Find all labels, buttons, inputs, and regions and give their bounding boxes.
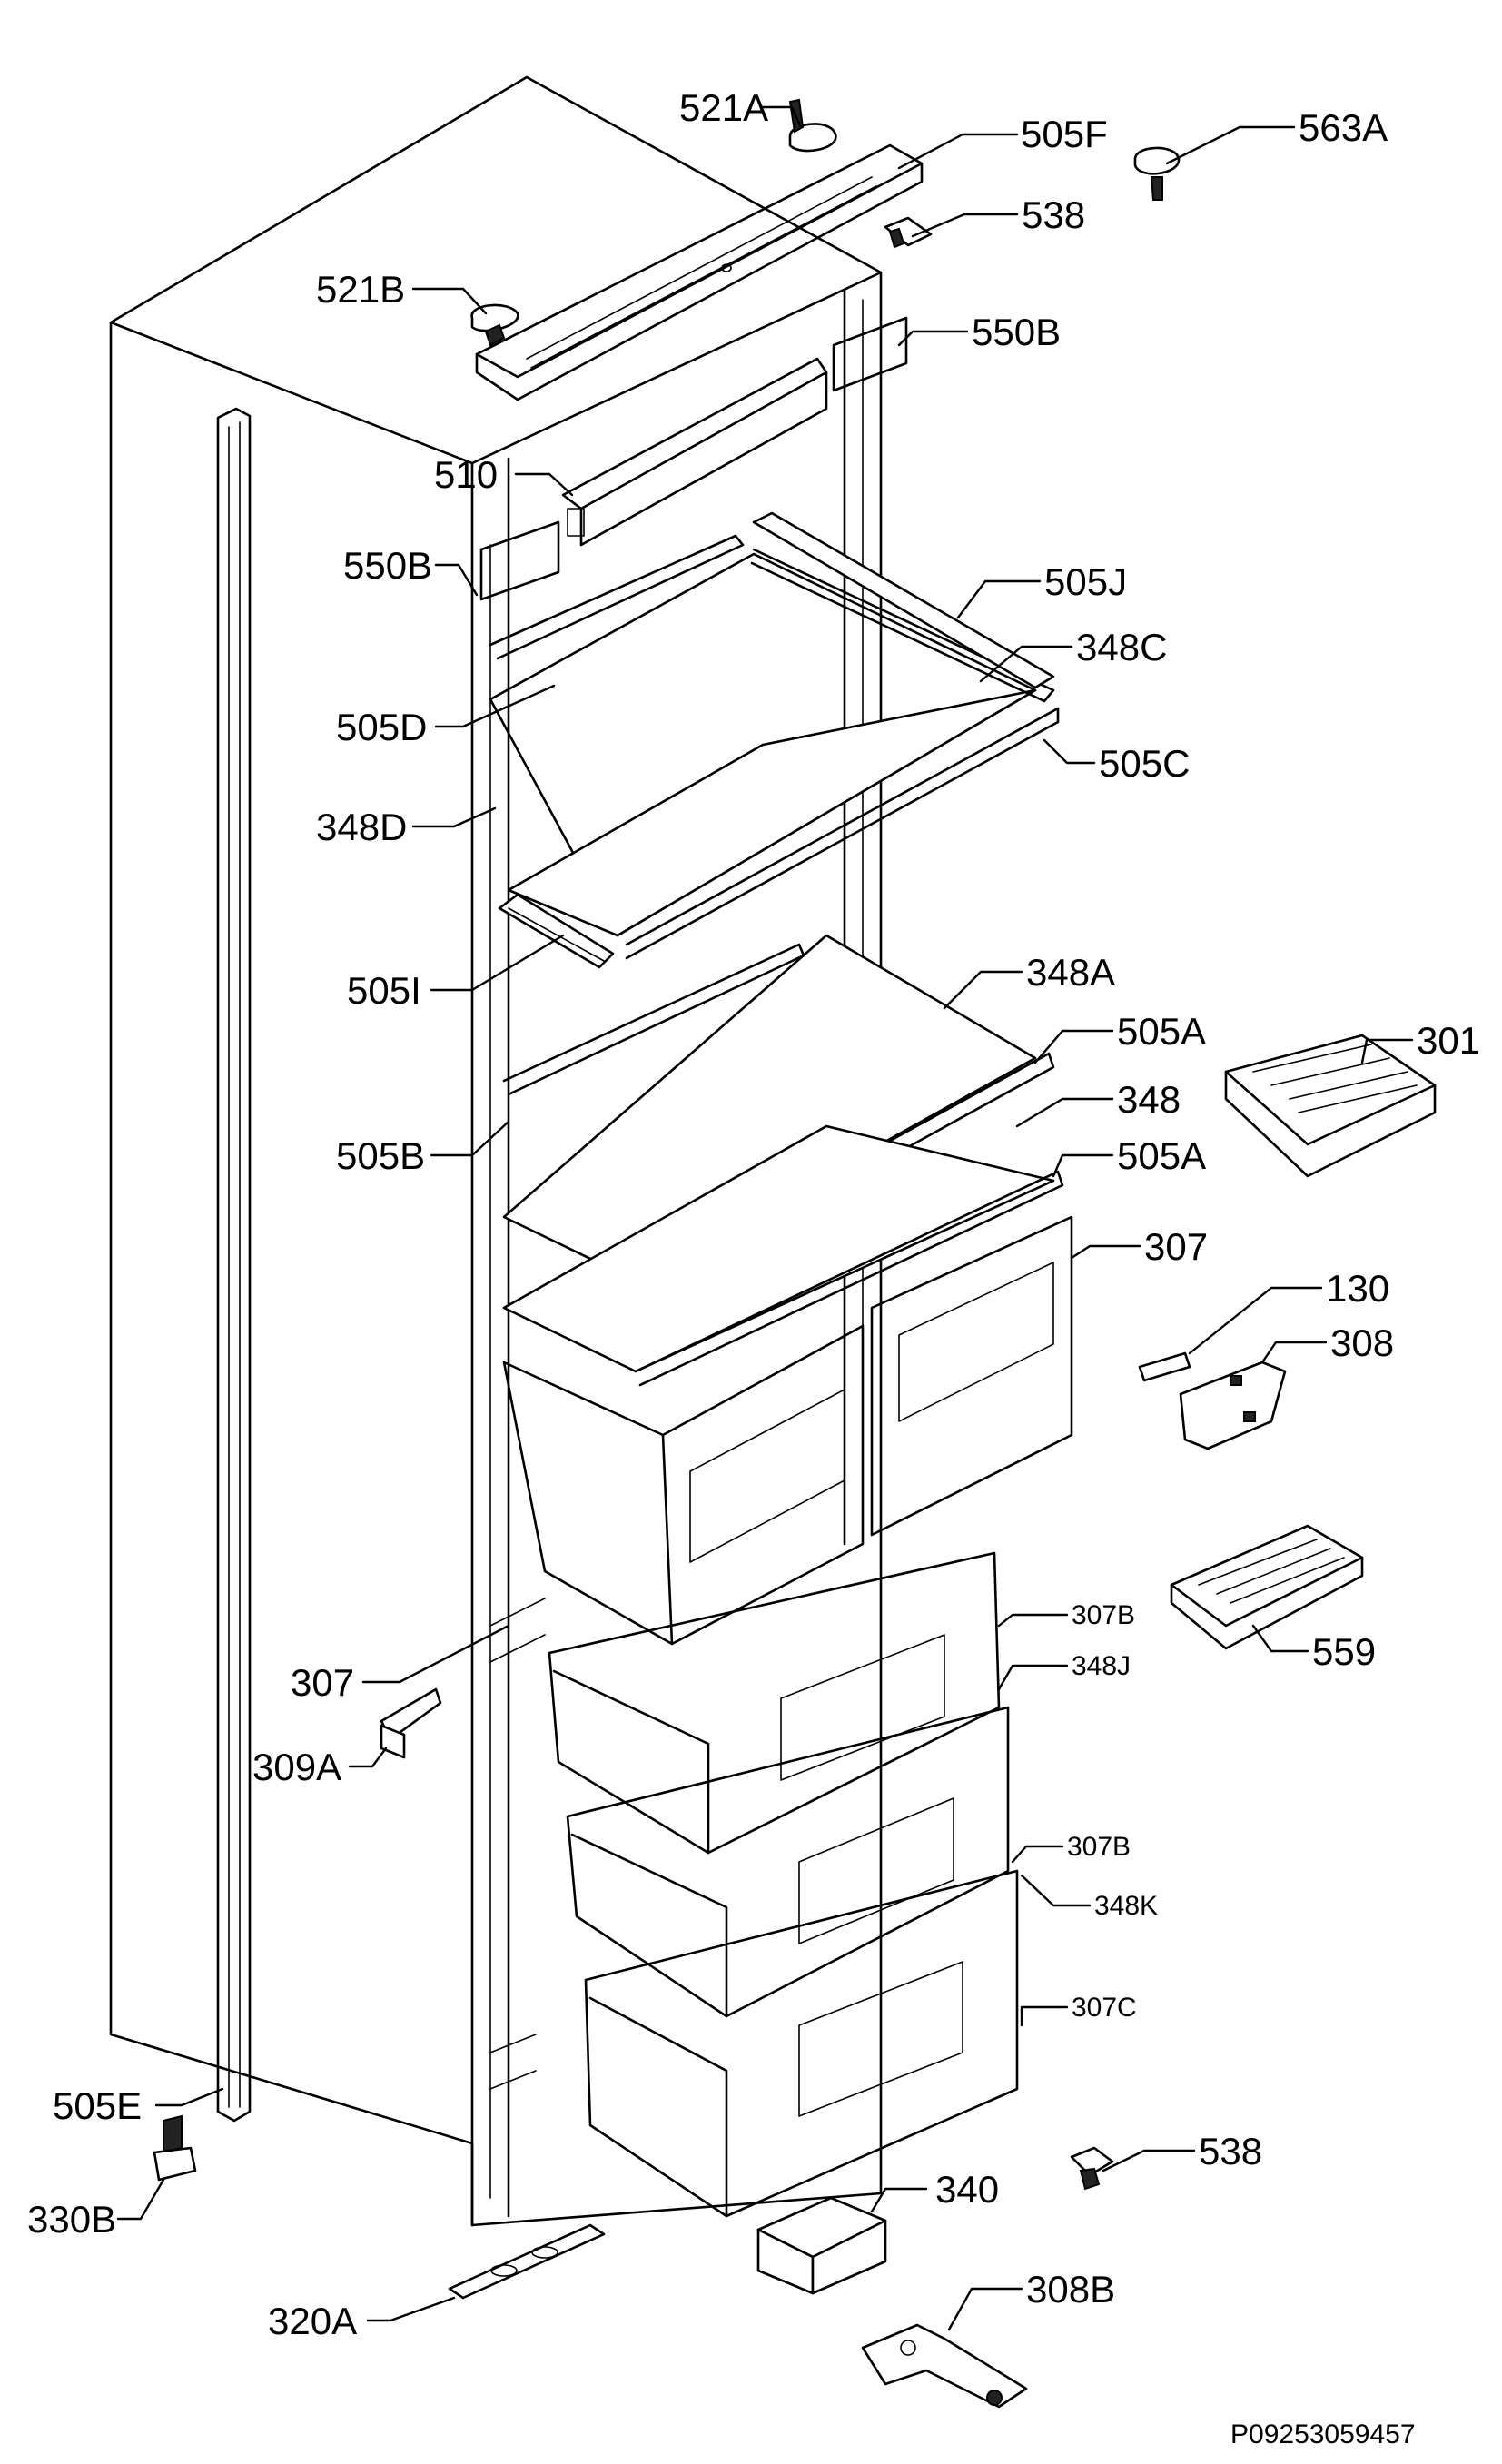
callout-510: 510 <box>434 453 498 496</box>
callout-348c: 348C <box>1076 626 1167 668</box>
callout-340: 340 <box>935 2168 999 2211</box>
hinge-cover-521b <box>470 303 519 347</box>
block-340 <box>756 2196 887 2295</box>
hinge-cover-521a <box>788 98 837 153</box>
callout-563a: 563A <box>1299 106 1388 149</box>
shelf-348 <box>502 1124 1064 1387</box>
callout-307b-upper: 307B <box>1072 1600 1135 1630</box>
callout-521a: 521A <box>679 86 768 129</box>
shelf-runner-505i <box>498 893 615 969</box>
hinge-plate-130 <box>1138 1351 1191 1382</box>
callout-348: 348 <box>1117 1078 1181 1121</box>
callout-301: 301 <box>1417 1019 1480 1062</box>
callout-320a: 320A <box>268 2300 357 2342</box>
cap-563a <box>1133 146 1181 201</box>
shelf-runner-505j <box>752 511 1055 689</box>
leader-lines <box>116 105 1414 2331</box>
callout-521b: 521B <box>316 268 405 311</box>
callout-307-left: 307 <box>291 1661 354 1704</box>
freezer-drawer-lower <box>584 1869 1019 2218</box>
bottom-hinge-308b <box>861 2323 1028 2409</box>
upper-shelf-glass <box>489 534 1060 960</box>
callout-348j: 348J <box>1072 1651 1131 1681</box>
callout-505j: 505J <box>1044 560 1127 603</box>
callout-505e: 505E <box>53 2084 142 2127</box>
callout-559: 559 <box>1312 1630 1376 1673</box>
cover-plate-right <box>832 316 908 392</box>
kick-rail-320a <box>448 2223 606 2300</box>
cabinet-body <box>109 75 883 2227</box>
ice-tray-559 <box>1170 1524 1364 1650</box>
crisper-drawer-left <box>502 1324 865 1646</box>
callout-505i: 505I <box>347 969 421 1012</box>
callout-330b: 330B <box>27 2198 116 2241</box>
callout-550b-left: 550B <box>343 544 432 587</box>
callout-348d: 348D <box>316 806 407 848</box>
callout-505a-upper: 505A <box>1117 1010 1206 1053</box>
ice-cube-tray <box>1224 1034 1437 1178</box>
callout-labels: 521A 505F 563A 538 521B 550B 510 550B 50… <box>27 86 1480 2449</box>
callout-348k: 348K <box>1094 1891 1158 1921</box>
callout-505b: 505B <box>336 1134 425 1177</box>
cover-plate-left <box>479 520 560 601</box>
callout-505c: 505C <box>1099 742 1190 785</box>
callout-538-top: 538 <box>1022 193 1085 236</box>
top-rail <box>475 143 924 401</box>
callout-505f: 505F <box>1021 113 1108 155</box>
callout-308b: 308B <box>1026 2268 1115 2311</box>
foot-330b <box>153 2114 197 2182</box>
callout-309a: 309A <box>252 1746 341 1788</box>
drawing-code: P09253059457 <box>1230 2419 1416 2449</box>
freezer-drawer-middle <box>566 1706 1010 2018</box>
door-seal-strip <box>216 407 252 2123</box>
callout-348a: 348A <box>1026 951 1115 994</box>
callout-505d: 505D <box>336 706 427 748</box>
hinge-pin-538-top <box>884 216 933 249</box>
hinge-pin-538-bottom <box>1070 2146 1114 2191</box>
control-panel-bracket <box>561 357 828 547</box>
callout-130: 130 <box>1326 1267 1389 1310</box>
callout-307-right: 307 <box>1144 1225 1208 1268</box>
callout-307c: 307C <box>1072 1993 1137 2023</box>
crisper-drawer-right <box>870 1215 1073 1537</box>
hinge-309a <box>380 1687 442 1759</box>
freezer-drawer-upper <box>548 1551 1001 1855</box>
callout-308: 308 <box>1330 1321 1394 1364</box>
callout-505a-lower: 505A <box>1117 1134 1206 1177</box>
callout-538-bottom: 538 <box>1199 2130 1262 2172</box>
hinge-bracket-308 <box>1179 1361 1287 1450</box>
callout-550b-right: 550B <box>972 311 1061 353</box>
callout-307b-lower: 307B <box>1067 1832 1131 1862</box>
